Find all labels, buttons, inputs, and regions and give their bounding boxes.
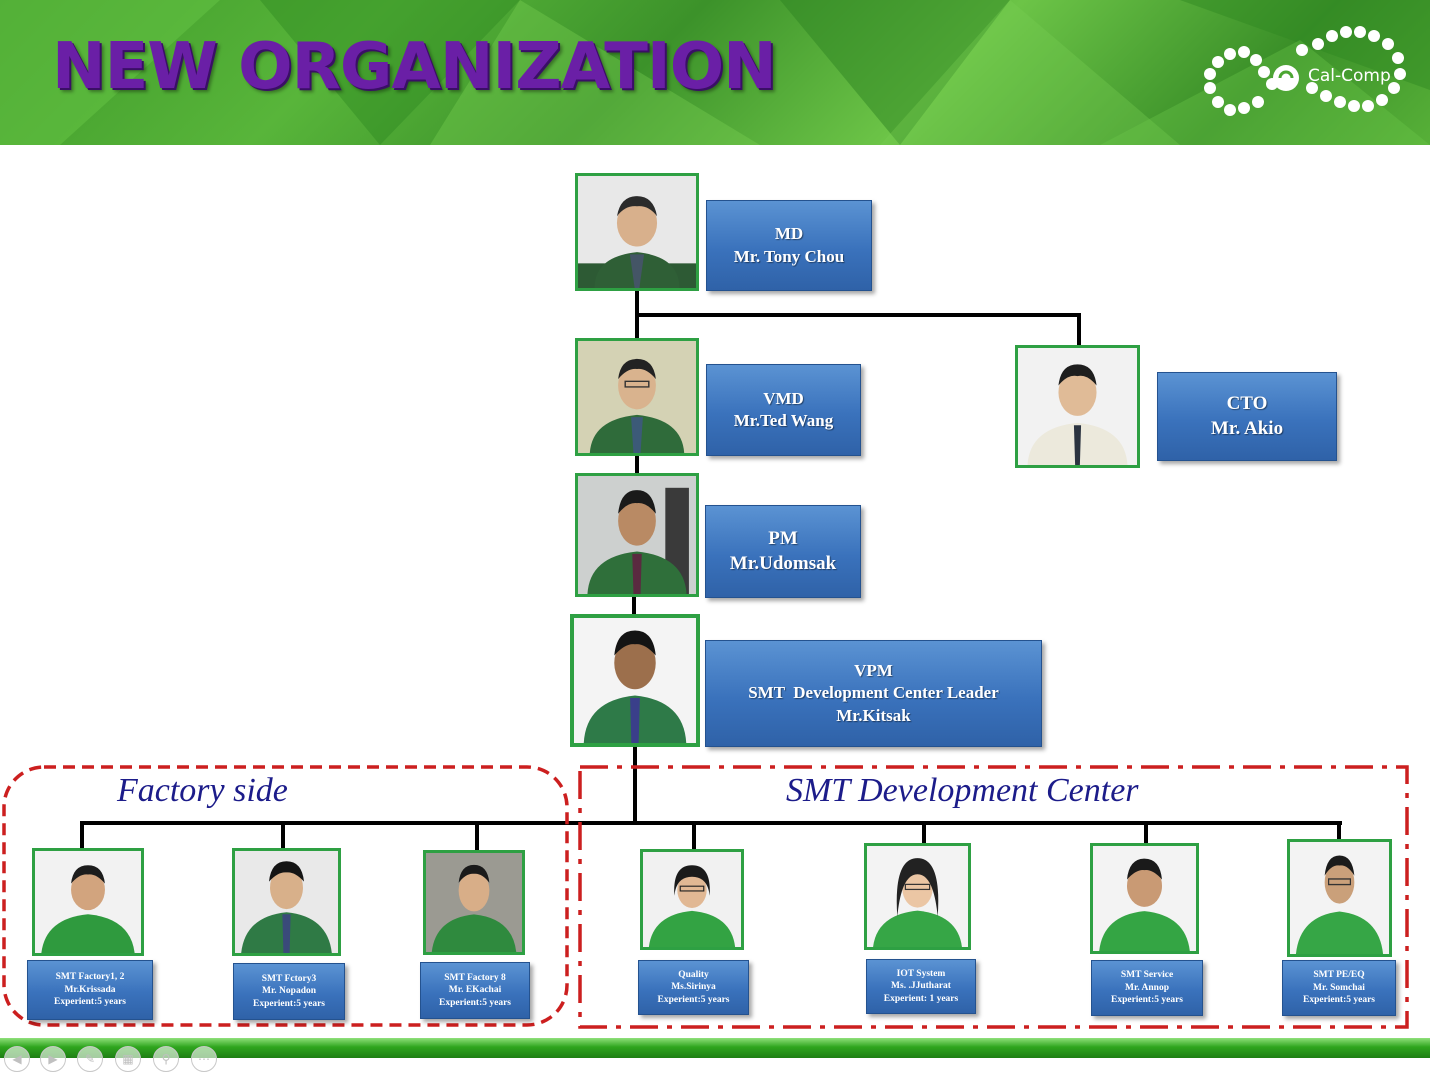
person-icon [1093, 846, 1196, 951]
staff-exp: Experient:5 years [252, 998, 326, 1009]
pm-box: PM Mr.Udomsak [705, 505, 861, 598]
connector-staff-bus [80, 821, 1342, 825]
staff-exp: Experient:5 years [53, 997, 127, 1008]
staff-role: SMT Factory1, 2 [55, 972, 125, 983]
md-photo [575, 173, 699, 291]
staff-exp: Experient:5 years [1302, 995, 1376, 1006]
connector-staff-6 [1144, 821, 1148, 845]
staff-exp: Experient:5 years [438, 997, 512, 1008]
slide-header: NEW ORGANIZATION Cal-Comp [0, 0, 1430, 145]
person-icon [35, 851, 141, 953]
staff-photo-5 [864, 843, 971, 950]
staff-name: Ms.Sirinya [671, 982, 716, 993]
connector-vmd-pm [635, 455, 639, 475]
md-name: Mr. Tony Chou [733, 246, 845, 266]
connector-staff-1 [80, 821, 84, 850]
next-icon[interactable]: ▶ [40, 1046, 66, 1072]
staff-photo-3 [423, 850, 525, 955]
connector-staff-4 [692, 821, 696, 850]
person-icon [574, 618, 696, 743]
staff-box-4: Quality Ms.Sirinya Experient:5 years [638, 960, 749, 1015]
person-icon [1018, 348, 1137, 465]
person-icon [643, 852, 741, 947]
factory-side-frame [2, 765, 569, 1027]
staff-box-1: SMT Factory1, 2 Mr.Krissada Experient:5 … [27, 960, 153, 1020]
smt-center-frame [578, 765, 1409, 1029]
staff-name: Mr. Nopadon [261, 986, 317, 997]
footer-bar [0, 1038, 1430, 1058]
vpm-name: Mr.Kitsak [836, 705, 911, 725]
staff-photo-2 [232, 848, 341, 956]
vmd-box: VMD Mr.Ted Wang [706, 364, 861, 456]
connector-staff-3 [475, 821, 479, 850]
cto-photo [1015, 345, 1140, 468]
person-icon [578, 476, 696, 594]
md-role: MD [774, 224, 804, 244]
more-icon[interactable]: ⋯ [191, 1046, 217, 1072]
pen-icon[interactable]: ✎ [77, 1046, 103, 1072]
person-icon [1290, 842, 1389, 954]
md-box: MD Mr. Tony Chou [706, 200, 872, 291]
staff-photo-4 [640, 849, 744, 950]
connector-staff-2 [281, 821, 285, 850]
connector-cto-drop [1077, 313, 1081, 347]
staff-name: Mr. EKachai [448, 985, 502, 996]
slides-icon[interactable]: ▦ [115, 1046, 141, 1072]
group-frames [2, 765, 1409, 1029]
cto-name: Mr. Akio [1210, 417, 1284, 439]
staff-exp: Experient:5 years [657, 994, 730, 1005]
pm-photo [575, 473, 699, 597]
staff-photo-7 [1287, 839, 1392, 957]
vmd-role: VMD [763, 388, 804, 408]
person-icon [867, 846, 968, 947]
staff-name: Mr. Annop [1125, 982, 1169, 993]
person-icon [235, 851, 338, 953]
staff-role: SMT PE/EQ [1313, 970, 1365, 981]
header-background [0, 0, 1430, 145]
staff-role: SMT Factory 8 [444, 972, 506, 983]
staff-role: Quality [678, 969, 709, 980]
staff-box-3: SMT Factory 8 Mr. EKachai Experient:5 ye… [420, 962, 530, 1019]
staff-box-5: IOT System Ms. .JJutharat Experient: 1 y… [866, 959, 976, 1014]
pm-name: Mr.Udomsak [729, 552, 837, 574]
prev-icon[interactable]: ◀ [4, 1046, 30, 1072]
person-icon [426, 853, 522, 952]
staff-role: SMT Fctory3 [261, 973, 317, 984]
staff-box-7: SMT PE/EQ Mr. Somchai Experient:5 years [1282, 960, 1396, 1016]
vpm-role: VPM [854, 661, 893, 681]
staff-exp: Experient:5 years [1110, 995, 1184, 1006]
vpm-photo [570, 614, 700, 747]
smt-center-label: SMT Development Center [786, 772, 1139, 809]
cto-box: CTO Mr. Akio [1157, 372, 1337, 461]
connector-staff-7 [1337, 821, 1341, 841]
staff-exp: Experient: 1 years [883, 993, 959, 1004]
connector-pm-vpm [632, 597, 636, 615]
connector-cto-horizontal [635, 313, 1081, 317]
connector-staff-5 [922, 821, 926, 845]
connector-vpm-down [633, 745, 637, 825]
person-icon [578, 176, 696, 288]
staff-name: Mr.Krissada [64, 984, 116, 995]
pm-role: PM [768, 527, 798, 549]
staff-name: Ms. .JJutharat [891, 981, 951, 992]
cal-comp-logo [1204, 26, 1406, 116]
page-title: NEW ORGANIZATION [52, 30, 777, 104]
staff-box-6: SMT Service Mr. Annop Experient:5 years [1091, 960, 1203, 1016]
logo-text: Cal-Comp [1308, 66, 1391, 86]
vpm-box: VPM SMT Development Center Leader Mr.Kit… [705, 640, 1042, 747]
person-icon [578, 341, 696, 453]
factory-side-label: Factory side [117, 772, 288, 809]
zoom-icon[interactable]: ⚲ [153, 1046, 179, 1072]
staff-photo-1 [32, 848, 144, 956]
vpm-title: SMT Development Center Leader [748, 683, 999, 703]
cto-role: CTO [1226, 392, 1268, 414]
vmd-name: Mr.Ted Wang [733, 411, 834, 430]
staff-name: Mr. Somchai [1313, 982, 1365, 993]
vmd-photo [575, 338, 699, 456]
staff-role: IOT System [896, 968, 946, 979]
staff-photo-6 [1090, 843, 1199, 954]
staff-role: SMT Service [1120, 970, 1174, 981]
staff-box-2: SMT Fctory3 Mr. Nopadon Experient:5 year… [233, 963, 345, 1020]
